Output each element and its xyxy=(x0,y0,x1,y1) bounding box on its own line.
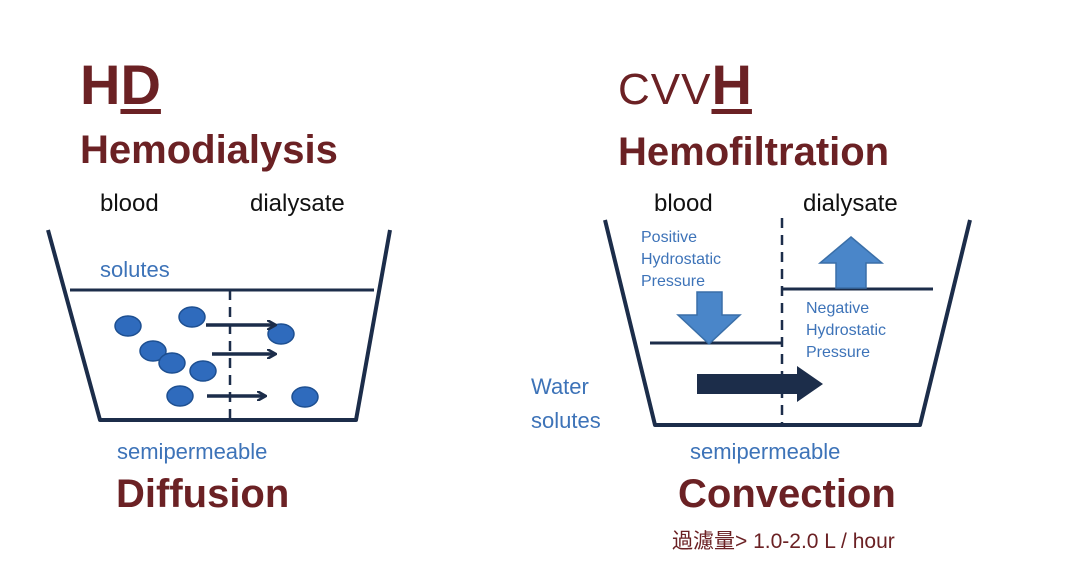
right-container xyxy=(603,219,972,427)
solute-dot xyxy=(114,315,142,337)
solute-dot xyxy=(139,340,167,362)
left-dialysate-label: dialysate xyxy=(250,190,345,217)
negative-pressure-label: Negative Hydrostatic Pressure xyxy=(806,300,887,361)
solute-dots xyxy=(114,306,319,408)
hemofiltration-title: Hemofiltration xyxy=(618,130,890,174)
solute-dot xyxy=(267,323,295,345)
filtration-rate-text: 過濾量> 1.0-2.0 L / hour xyxy=(672,530,895,553)
hd-abbreviation: HD xyxy=(80,53,161,116)
solute-dot xyxy=(291,386,319,408)
positive-pressure-label: Positive Hydrostatic Pressure xyxy=(641,229,722,290)
right-semipermeable-label: semipermeable xyxy=(690,439,841,464)
solute-dot xyxy=(158,352,186,374)
solute-dot xyxy=(178,306,206,328)
convection-label: Convection xyxy=(678,472,896,516)
left-semipermeable-label: semipermeable xyxy=(117,439,268,464)
left-container xyxy=(46,229,392,422)
solute-dot xyxy=(189,360,217,382)
solute-dot xyxy=(166,385,194,407)
right-blood-label: blood xyxy=(654,190,713,217)
left-solutes-label: solutes xyxy=(100,257,170,282)
diffusion-label: Diffusion xyxy=(116,472,290,516)
negative-pressure-arrow xyxy=(817,236,885,289)
left-blood-label: blood xyxy=(100,190,159,217)
right-dialysate-label: dialysate xyxy=(803,190,898,217)
hemodialysis-title: Hemodialysis xyxy=(80,128,338,172)
convection-arrow xyxy=(697,366,823,402)
right-solutes-label: solutes xyxy=(531,408,601,433)
cvvh-abbreviation: CVVH xyxy=(618,53,752,116)
positive-pressure-arrow xyxy=(676,291,742,346)
water-label: Water xyxy=(531,374,589,399)
